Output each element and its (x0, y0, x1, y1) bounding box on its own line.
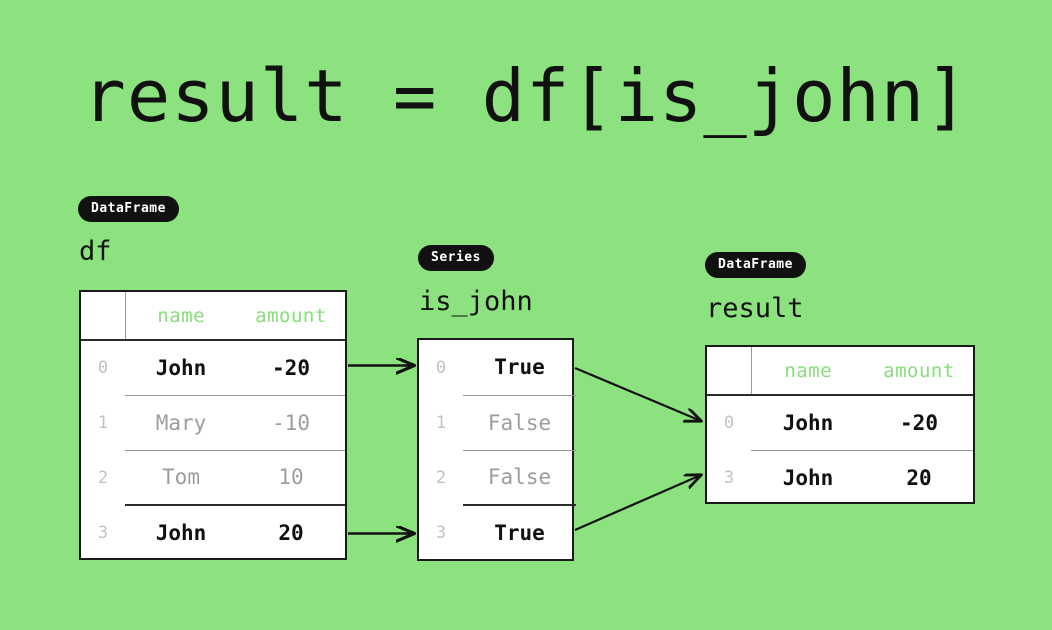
table-row: 1 Mary -10 (81, 394, 345, 450)
table-is-john: 0 True 1 False 2 False 3 True (417, 338, 576, 561)
table-df: name amount 0 John -20 1 Mary -10 2 Tom … (79, 290, 347, 560)
table-result-amount-1: 20 (865, 449, 973, 505)
badge-series-is-john: Series (418, 245, 494, 271)
table-result-header-amount: amount (865, 347, 973, 396)
table-row: 3 True (419, 504, 576, 560)
table-df-amount-0: -20 (272, 355, 310, 380)
table-df-name-1: Mary (125, 394, 237, 450)
table-is-john-index-0: 0 (435, 357, 447, 378)
table-df-amount-2: 10 (237, 449, 345, 505)
table-is-john-value-3: True (463, 504, 576, 560)
varname-df: df (79, 236, 112, 267)
table-is-john-value-2: False (463, 449, 576, 505)
table-is-john-value-0: True (494, 355, 545, 380)
varname-result: result (706, 293, 804, 324)
arrow-series-row-3-to-result-row-3 (574, 475, 701, 532)
table-row: 2 False (419, 449, 576, 505)
table-df-name-3: John (125, 504, 237, 560)
table-df-index-1: 1 (97, 412, 109, 433)
table-df-amount-3: 20 (237, 504, 345, 560)
table-df-index-3: 3 (97, 522, 109, 543)
table-row: 0 True (419, 340, 576, 395)
badge-dataframe-df: DataFrame (78, 196, 179, 222)
table-df-index-2: 2 (97, 467, 109, 488)
table-row: 3 John 20 (707, 449, 973, 505)
table-result-index-1: 3 (723, 467, 735, 488)
table-df-amount-1: -10 (237, 394, 345, 450)
table-result-name-0: John (782, 410, 834, 435)
table-row: 1 False (419, 394, 576, 450)
table-is-john-index-2: 2 (435, 467, 447, 488)
table-row: 0 John -20 (81, 340, 345, 395)
table-df-header-amount: amount (237, 292, 345, 341)
table-result-index-0: 0 (723, 413, 735, 433)
table-result-header-name: name (751, 347, 865, 396)
table-df-name-2: Tom (125, 449, 237, 505)
table-df-header-name: name (125, 292, 237, 341)
table-row: 3 John 20 (81, 504, 345, 560)
table-result-header-row: name amount (707, 347, 973, 396)
table-is-john-index-1: 1 (435, 412, 447, 433)
badge-dataframe-result: DataFrame (705, 252, 806, 278)
table-row: 2 Tom 10 (81, 449, 345, 505)
table-result-name-1: John (751, 449, 865, 505)
arrow-series-row-0-to-result-row-0 (574, 366, 701, 421)
table-is-john-value-1: False (463, 394, 576, 450)
table-df-header-row: name amount (81, 292, 345, 341)
table-is-john-index-3: 3 (435, 522, 447, 543)
page-title: result = df[is_john] (82, 54, 970, 138)
table-df-index-0: 0 (97, 358, 109, 378)
table-row: 0 John -20 (707, 395, 973, 450)
table-df-name-0: John (155, 355, 207, 380)
table-result: name amount 0 John -20 3 John 20 (705, 345, 975, 505)
table-result-corner-cell (707, 347, 752, 396)
varname-is-john: is_john (419, 286, 533, 317)
table-result-amount-0: -20 (900, 410, 938, 435)
table-df-corner-cell (81, 292, 126, 341)
